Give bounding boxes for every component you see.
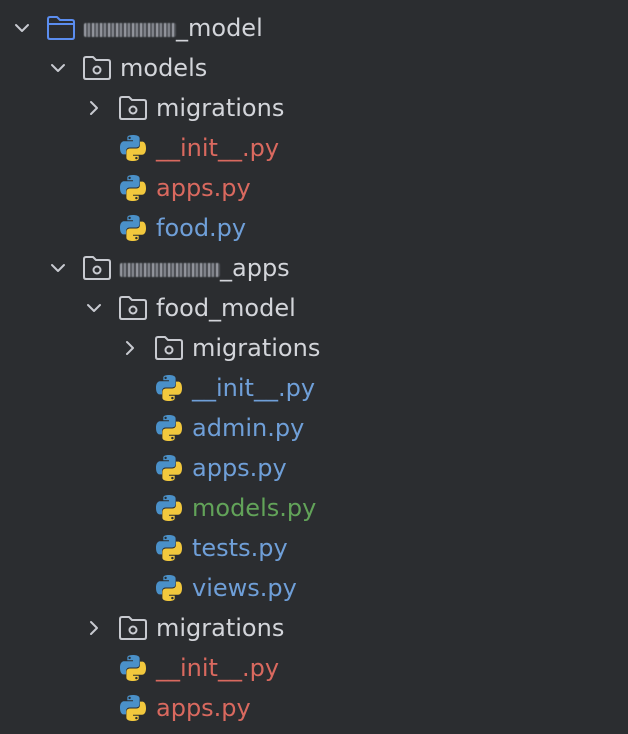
package-folder-icon [154, 328, 184, 368]
python-file-icon [118, 208, 148, 248]
python-file-icon [154, 448, 184, 488]
tree-item-text: migrations [156, 614, 285, 642]
tree-item-text: apps.py [156, 174, 251, 202]
file-init-py[interactable]: __init__.py [0, 368, 628, 408]
python-file-icon [154, 408, 184, 448]
tree-item-text: admin.py [192, 414, 305, 442]
tree-item-text: apps.py [156, 694, 251, 722]
tree-item-label: admin.py [192, 408, 304, 448]
package-folder-icon [118, 88, 148, 128]
python-file-icon [154, 528, 184, 568]
tree-item-text: apps.py [192, 454, 287, 482]
file-tests-py[interactable]: tests.py [0, 528, 628, 568]
chevron-right-icon[interactable] [82, 608, 106, 648]
file-apps-py[interactable]: apps.py [0, 448, 628, 488]
tree-item-text: migrations [192, 334, 321, 362]
tree-item-text: views.py [192, 574, 297, 602]
folder-apps[interactable]: _apps [0, 248, 628, 288]
redacted-name [84, 23, 176, 37]
python-file-icon [118, 128, 148, 168]
python-file-icon [154, 368, 184, 408]
folder-migrations[interactable]: migrations [0, 608, 628, 648]
tree-item-text: models [120, 54, 208, 82]
tree-item-label: __init__.py [192, 368, 315, 408]
folder-migrations[interactable]: migrations [0, 88, 628, 128]
folder-migrations[interactable]: migrations [0, 328, 628, 368]
tree-item-text: models.py [192, 494, 317, 522]
chevron-down-icon[interactable] [46, 248, 70, 288]
python-file-icon [118, 168, 148, 208]
python-file-icon [154, 488, 184, 528]
project-root-folder[interactable]: _model [0, 8, 628, 48]
tree-item-text: migrations [156, 94, 285, 122]
chevron-down-icon[interactable] [82, 288, 106, 328]
chevron-down-icon[interactable] [10, 8, 34, 48]
tree-item-text: food_model [156, 294, 296, 322]
package-folder-icon [82, 48, 112, 88]
folder-models[interactable]: models [0, 48, 628, 88]
file-init-py[interactable]: __init__.py [0, 128, 628, 168]
chevron-right-icon[interactable] [82, 88, 106, 128]
package-folder-icon [118, 288, 148, 328]
tree-item-label: models.py [192, 488, 316, 528]
tree-item-label: migrations [156, 608, 284, 648]
file-apps-py[interactable]: apps.py [0, 168, 628, 208]
python-file-icon [118, 648, 148, 688]
tree-item-label: apps.py [156, 168, 251, 208]
tree-item-label: tests.py [192, 528, 288, 568]
folder-root-icon [46, 8, 76, 48]
tree-item-label: _apps [120, 248, 290, 288]
file-apps-py[interactable]: apps.py [0, 688, 628, 728]
tree-item-label: apps.py [192, 448, 287, 488]
package-folder-icon [82, 248, 112, 288]
tree-item-label: __init__.py [156, 128, 279, 168]
tree-item-label: apps.py [156, 688, 251, 728]
tree-item-label: views.py [192, 568, 297, 608]
chevron-right-icon[interactable] [118, 328, 142, 368]
chevron-down-icon[interactable] [46, 48, 70, 88]
python-file-icon [154, 568, 184, 608]
tree-item-label: migrations [192, 328, 320, 368]
tree-item-label: _model [84, 8, 263, 48]
tree-item-label: __init__.py [156, 648, 279, 688]
tree-item-label: food.py [156, 208, 246, 248]
tree-item-text: food.py [156, 214, 247, 242]
redacted-name [120, 263, 220, 277]
file-models-py[interactable]: models.py [0, 488, 628, 528]
tree-item-text: __init__.py [156, 134, 280, 162]
file-views-py[interactable]: views.py [0, 568, 628, 608]
file-init-py[interactable]: __init__.py [0, 648, 628, 688]
tree-item-text: __init__.py [192, 374, 316, 402]
file-food-py[interactable]: food.py [0, 208, 628, 248]
tree-item-text: _apps [220, 254, 290, 282]
package-folder-icon [118, 608, 148, 648]
tree-item-label: migrations [156, 88, 284, 128]
tree-item-label: models [120, 48, 207, 88]
tree-item-text: __init__.py [156, 654, 280, 682]
file-admin-py[interactable]: admin.py [0, 408, 628, 448]
tree-item-text: _model [176, 14, 263, 42]
python-file-icon [118, 688, 148, 728]
tree-item-text: tests.py [192, 534, 288, 562]
tree-item-label: food_model [156, 288, 296, 328]
folder-food-model[interactable]: food_model [0, 288, 628, 328]
